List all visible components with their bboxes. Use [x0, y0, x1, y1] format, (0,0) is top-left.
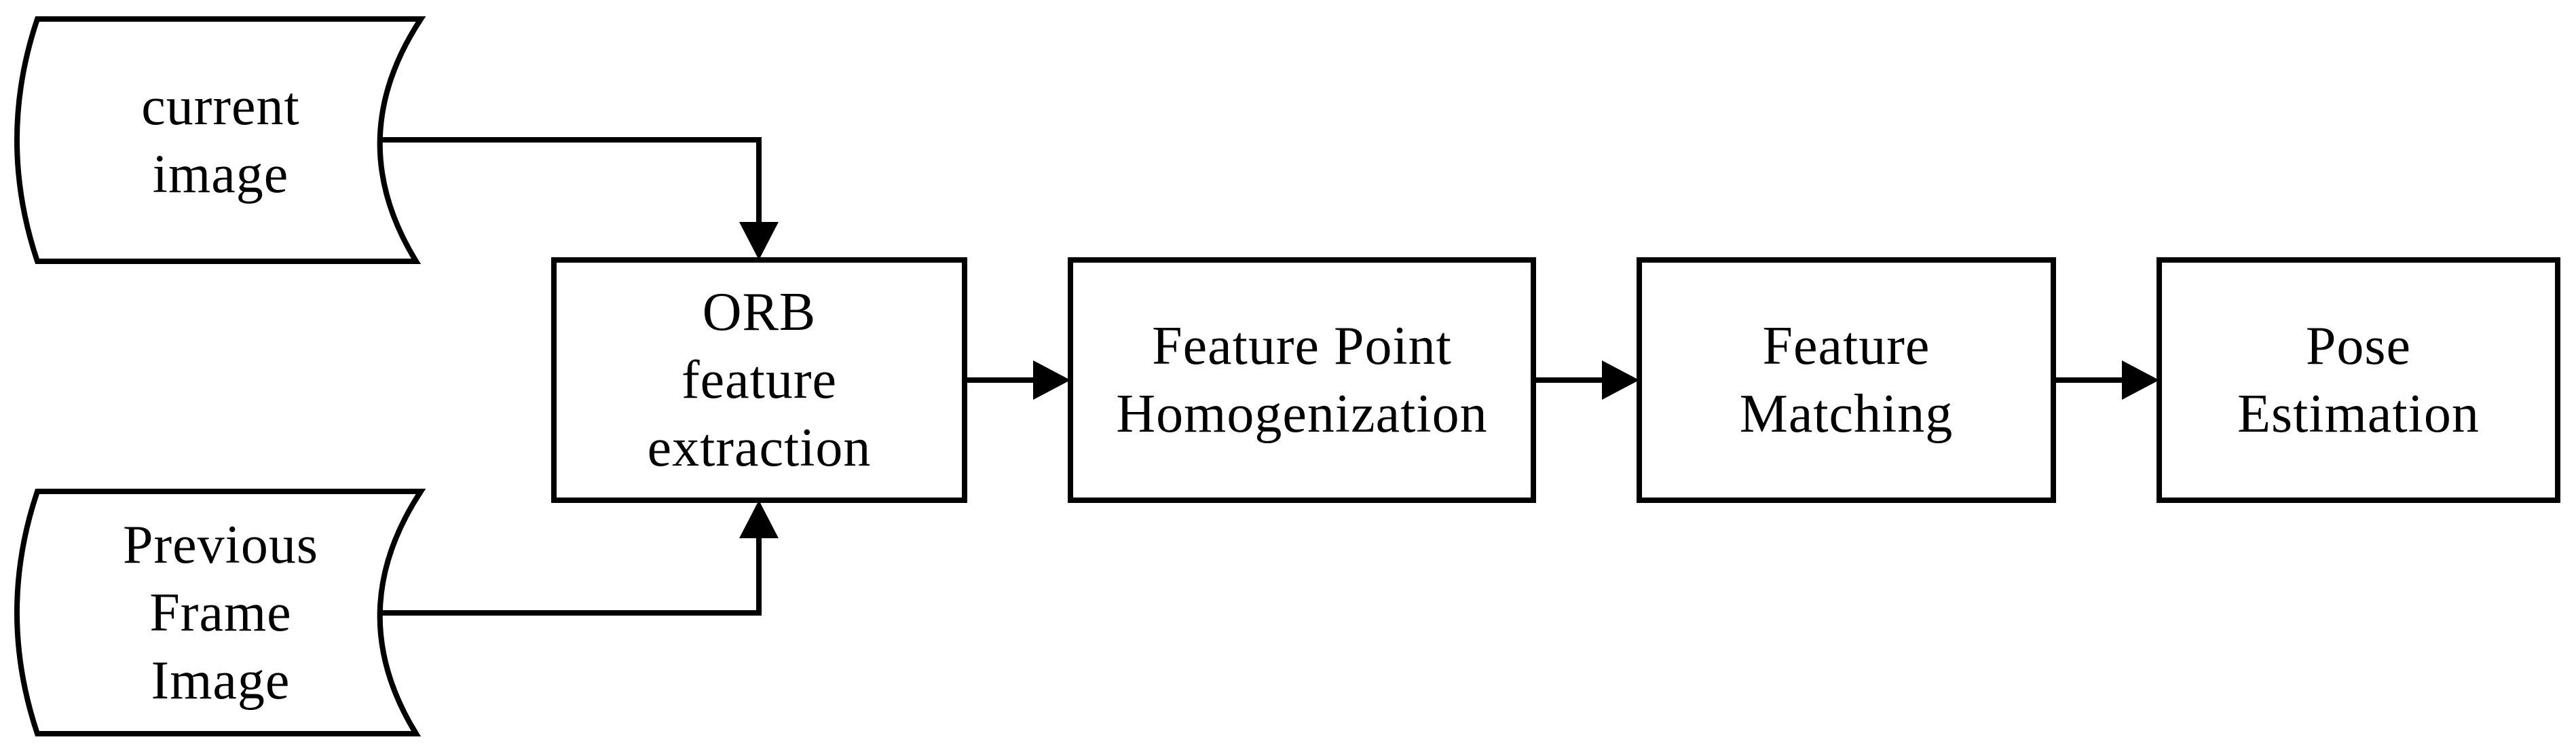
- process-box-pose-estimation: [2157, 257, 2560, 503]
- arrowhead-down-into-orb: [739, 222, 779, 260]
- process-box-orb-feature-extraction: [551, 257, 967, 503]
- label-orb-feature-extraction: ORB feature extraction: [647, 282, 872, 478]
- label-current-image: current image: [141, 76, 300, 204]
- stored-data-shape-previous-frame-image: [14, 489, 426, 736]
- connector-previous-frame-to-orb: [380, 535, 762, 616]
- label-feature-matching: Feature Matching: [1739, 316, 1954, 444]
- arrowhead-into-homogenization: [1033, 360, 1070, 400]
- arrowhead-into-pose: [2122, 360, 2159, 400]
- label-previous-frame-image: Previous Frame Image: [123, 514, 318, 711]
- stored-data-shape-current-image: [14, 16, 426, 264]
- arrowhead-up-into-orb: [739, 500, 779, 538]
- label-feature-point-homogenization: Feature Point Homogenization: [1116, 316, 1488, 444]
- process-box-feature-matching: [1637, 257, 2056, 503]
- process-box-feature-point-homogenization: [1068, 257, 1536, 503]
- label-pose-estimation: Pose Estimation: [2237, 316, 2480, 444]
- arrowhead-into-matching: [1602, 360, 1639, 400]
- connector-current-image-to-orb: [380, 137, 762, 225]
